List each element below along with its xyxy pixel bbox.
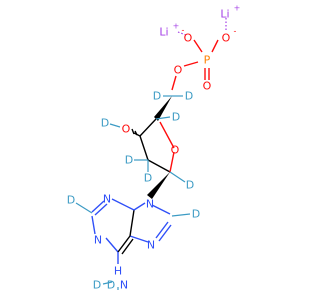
n3-c2-bond-a xyxy=(91,200,105,213)
nitrogen-n9: N xyxy=(146,198,154,211)
n1-c6-bond xyxy=(105,237,119,253)
lithium-2-charge: + xyxy=(234,4,241,13)
oxygen-anion-2-charge: - xyxy=(234,27,237,36)
nitrogen-n1: N xyxy=(94,234,102,247)
n9-c8-bond xyxy=(151,204,171,215)
deuterium-c1: D xyxy=(186,179,194,192)
c6-c5-bond-a xyxy=(117,235,131,253)
c1-d-bond xyxy=(169,171,186,183)
c1-o-ring-bond xyxy=(169,151,175,173)
c5-c4-bond xyxy=(129,209,135,237)
li-o-ionic-bond-1 xyxy=(177,31,187,36)
deuterium-hydroxyl: D xyxy=(101,117,109,130)
deuterium-c4: D xyxy=(172,111,180,124)
c8-n7-bond-a xyxy=(155,221,169,239)
molecule-structure-diagram: Li + O - Li + O - P O O D D D D O O D D … xyxy=(67,4,241,292)
deuterium-c2-2: D xyxy=(144,172,152,185)
phosphorus-atom: P xyxy=(204,54,211,67)
deuterium-c2-1: D xyxy=(125,154,133,167)
c4-d-bond xyxy=(155,116,171,120)
hydrogen-amine-label: H xyxy=(114,265,122,278)
deuterium-c5-1: D xyxy=(153,90,161,103)
deuterium-amine-2: D xyxy=(107,279,115,292)
lithium-atom-1: Li xyxy=(159,26,168,39)
c3-od-hashed-wedge xyxy=(131,128,141,137)
o-c5-bond xyxy=(171,75,177,91)
oxygen-double-bond: O xyxy=(203,80,212,93)
n7-c5-bond xyxy=(129,235,149,243)
c2-n1-bond xyxy=(91,215,96,235)
oxygen-ring: O xyxy=(171,144,180,157)
c2-d-purine-bond xyxy=(75,202,93,214)
oxygen-ester: O xyxy=(174,64,183,77)
c4-n9-bond xyxy=(133,202,146,211)
deuterium-c8-purine: D xyxy=(192,208,200,221)
c1-n9-wedge xyxy=(147,172,170,199)
c5-c4-wedge xyxy=(154,96,172,121)
o-d-bond xyxy=(109,123,121,128)
n-d-bond-1 xyxy=(102,281,113,285)
oxygen-anion-2: O xyxy=(222,32,231,45)
deuterium-c2-purine: D xyxy=(67,194,75,207)
o-ring-c4-bond xyxy=(159,121,175,149)
nitrogen-amine: N xyxy=(120,279,128,292)
nitrogen-n7: N xyxy=(147,239,155,252)
oxygen-anion-1: O xyxy=(184,32,193,45)
c3-c2-bond xyxy=(139,135,149,161)
c6-c5-bond-b xyxy=(121,238,134,255)
c2-c1-bond xyxy=(147,159,171,173)
atom-labels: Li + O - Li + O - P O O D D D D O O D D … xyxy=(67,4,241,292)
p-o-bond-left xyxy=(193,39,203,53)
deuterium-amine-1: D xyxy=(93,279,101,292)
lithium-atom-2: Li xyxy=(220,8,229,21)
c4-n3-bond xyxy=(111,198,135,211)
p-o-bond-right xyxy=(211,39,219,53)
lithium-1-charge: + xyxy=(173,22,180,31)
deuterium-c5-2: D xyxy=(185,90,193,103)
c4-c3-bond xyxy=(139,118,157,137)
p-o-ester-bond xyxy=(183,61,199,67)
oxygen-hydroxyl: O xyxy=(122,123,131,136)
c8-d-purine-bond xyxy=(171,213,191,217)
oxygen-anion-1-charge: - xyxy=(182,26,185,35)
n3-c2-bond-b xyxy=(94,203,108,216)
nitrogen-n3: N xyxy=(103,193,111,206)
bonds xyxy=(75,18,227,290)
c8-n7-bond-b xyxy=(158,224,172,242)
